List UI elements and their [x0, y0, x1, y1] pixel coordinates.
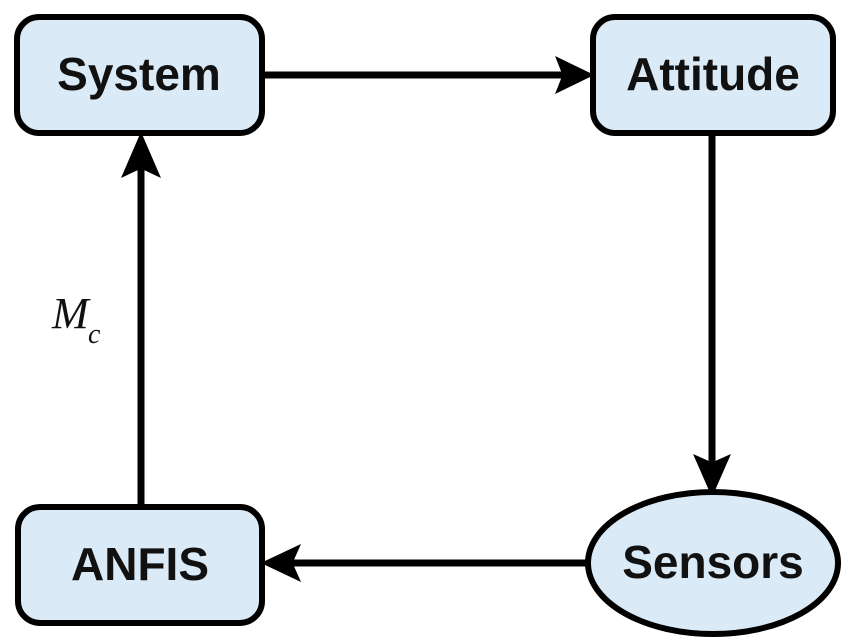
arrowhead-right-icon	[555, 55, 595, 95]
node-anfis[interactable]: ANFIS	[15, 504, 265, 626]
arrowhead-down-icon	[693, 454, 731, 498]
node-sensors-shape[interactable]	[585, 489, 841, 637]
node-system-label: System	[57, 48, 221, 100]
node-system[interactable]: System	[14, 14, 265, 136]
edge-anfis-to-system	[121, 131, 161, 507]
arrowhead-left-icon	[260, 543, 302, 583]
node-anfis-label: ANFIS	[71, 538, 209, 590]
node-sensors-label: Sensors	[622, 536, 804, 588]
node-attitude[interactable]: Attitude	[590, 14, 836, 136]
arrowhead-up-icon	[121, 131, 161, 179]
edge-label-mc: M c	[51, 289, 101, 350]
edge-sensors-to-anfis	[260, 543, 597, 583]
node-anfis-shape[interactable]	[15, 504, 265, 626]
node-attitude-label: Attitude	[626, 48, 800, 100]
edge-attitude-to-sensors	[693, 133, 731, 498]
node-attitude-shape[interactable]	[590, 14, 836, 136]
edge-label-mc-subscript: c	[88, 319, 101, 350]
node-sensors[interactable]: Sensors	[585, 489, 841, 637]
edge-label-mc-base: M	[51, 289, 91, 338]
edge-system-to-attitude	[262, 55, 595, 95]
node-system-shape[interactable]	[14, 14, 265, 136]
